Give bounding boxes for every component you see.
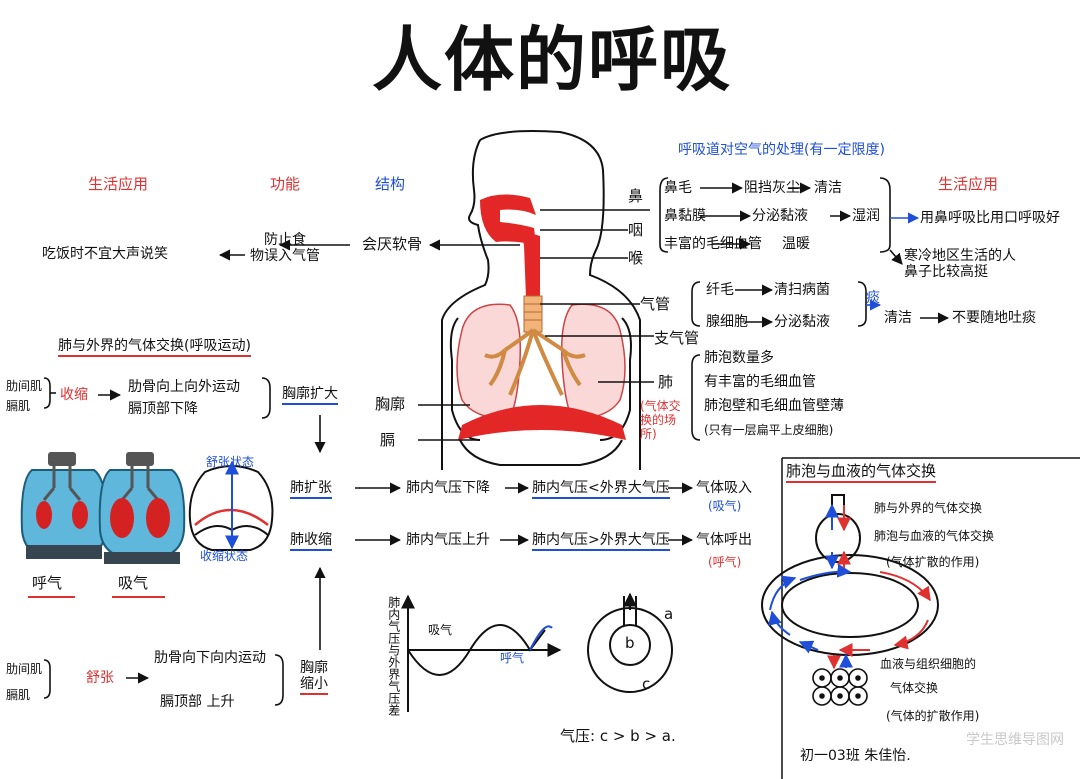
capillaries-action: 温暖 xyxy=(782,236,810,252)
muscles-contract: 肋间肌 膈肌 xyxy=(6,379,43,414)
watermark: 学生思维导图网 xyxy=(966,732,1064,748)
nose-hair-action: 阻挡灰尘 xyxy=(744,180,800,196)
nasal-mucosa-action: 分泌黏液 xyxy=(752,208,808,224)
bell-jar-model-inhale xyxy=(98,452,186,564)
nose-life-1: 用鼻呼吸比用口呼吸好 xyxy=(920,210,1060,226)
model-inhale-label: 吸气 xyxy=(118,574,149,592)
lung-label: 肺 xyxy=(658,373,674,391)
muscles-relax: 肋间肌 膈肌 xyxy=(6,662,43,703)
pressure-c: c xyxy=(642,675,651,693)
epiglottis-function: 防止食 物误入气管 xyxy=(250,232,320,265)
contract-label: 收缩 xyxy=(60,387,88,403)
cilia-action: 清扫病菌 xyxy=(774,282,830,298)
header-life-application: 生活应用 xyxy=(88,175,149,193)
alveolus-pressure-diagram xyxy=(587,592,673,693)
nasal-mucosa: 鼻黏膜 xyxy=(664,208,706,224)
tissue-cells xyxy=(812,653,868,706)
lung-expand: 肺扩张 xyxy=(290,480,332,500)
lung-feature-4: (只有一层扁平上皮细胞) xyxy=(704,423,834,437)
gas-inhaled: 气体吸入 xyxy=(696,480,752,496)
exchange-line-3: (气体扩散的作用) xyxy=(886,555,980,569)
nose-label: 鼻 xyxy=(628,187,644,205)
chest-label: 胸廓 xyxy=(375,395,406,413)
pressure-b: b xyxy=(625,634,635,652)
pressure-up: 肺内气压上升 xyxy=(406,532,490,548)
chest-expand: 胸廓扩大 xyxy=(282,386,338,406)
diaphragm-label: 膈 xyxy=(380,431,396,449)
chest-cross-section xyxy=(188,460,274,551)
result-clean: 清洁 xyxy=(814,180,842,196)
lungs-drawing xyxy=(456,303,626,419)
header-function: 功能 xyxy=(270,175,301,193)
bronchi-label: 支气管 xyxy=(654,329,700,347)
relax-state: 舒张状态 xyxy=(206,455,255,469)
gland-cells: 腺细胞 xyxy=(706,314,748,330)
circulation-ring xyxy=(761,554,939,657)
relax-description-2: 膈顶部 上升 xyxy=(160,694,235,710)
nasal-cavity xyxy=(480,194,540,298)
exhale-tag: (呼气) xyxy=(708,555,742,569)
bell-jar-model-exhale xyxy=(20,452,108,559)
trachea-drawing xyxy=(523,295,543,333)
nose-life-2: 寒冷地区生活的人 鼻子比较高挺 xyxy=(904,248,1016,281)
lung-shrink: 肺收缩 xyxy=(290,532,332,552)
pharynx-label: 咽 xyxy=(628,221,644,239)
graph-exhale: 呼气 xyxy=(500,651,525,665)
lung-feature-3: 肺泡壁和毛细血管壁薄 xyxy=(704,398,844,414)
contract-state: 收缩状态 xyxy=(200,549,249,563)
gland-cells-action: 分泌黏液 xyxy=(774,314,830,330)
page-title: 人体的呼吸 xyxy=(372,19,732,101)
relax-description-1: 肋骨向下向内运动 xyxy=(154,650,266,666)
exchange-line-6: (气体的扩散作用) xyxy=(886,709,980,723)
larynx-label: 喉 xyxy=(628,249,644,267)
pressure-more: 肺内气压>外界大气压 xyxy=(532,532,670,552)
diaphragm-drawing xyxy=(458,405,626,440)
signature: 初一03班 朱佳怡. xyxy=(800,748,911,764)
alveolus-balloon xyxy=(815,494,861,570)
capillaries: 丰富的毛细血管 xyxy=(664,236,762,252)
model-exhale-label: 呼气 xyxy=(32,574,63,592)
header-life-application-right: 生活应用 xyxy=(938,175,999,193)
exchange-line-1: 肺与外界的气体交换 xyxy=(874,501,983,515)
header-structure: 结构 xyxy=(375,175,406,193)
exchange-title: 肺泡与血液的气体交换 xyxy=(786,462,937,484)
lung-feature-2: 有丰富的毛细血管 xyxy=(704,374,816,390)
epiglottis-life: 吃饭时不宜大声说笑 xyxy=(42,246,168,262)
nose-hair: 鼻毛 xyxy=(664,180,692,196)
inhale-tag: (吸气) xyxy=(708,499,742,513)
pressure-equation: 气压: c > b > a. xyxy=(560,727,676,745)
trachea-result: 清洁 xyxy=(884,310,912,326)
exchange-line-5: 气体交换 xyxy=(890,681,939,695)
trachea-life: 不要随地吐痰 xyxy=(952,310,1036,326)
gas-exhaled: 气体呼出 xyxy=(696,532,752,548)
contract-description: 肋骨向上向外运动 膈顶部下降 xyxy=(128,379,240,418)
breathing-title: 肺与外界的气体交换(呼吸运动) xyxy=(58,338,251,358)
airway-treatment-title: 呼吸道对空气的处理(有一定限度) xyxy=(678,142,885,158)
pressure-down: 肺内气压下降 xyxy=(406,480,490,496)
chest-shrink: 胸廓 缩小 xyxy=(300,660,328,696)
graph-y-label: 肺内气压与外界气压差 xyxy=(386,596,401,716)
lung-note: (气体交 换的场 所) xyxy=(640,399,681,441)
pressure-less: 肺内气压<外界大气压 xyxy=(532,480,670,500)
result-moist: 湿润 xyxy=(852,208,880,224)
exchange-line-4: 血液与组织细胞的 xyxy=(880,657,977,671)
lung-feature-1: 肺泡数量多 xyxy=(704,350,774,366)
phlegm: 痰 xyxy=(866,290,880,306)
epiglottis-label: 会厌软骨 xyxy=(362,235,423,253)
relax-label: 舒张 xyxy=(86,670,114,686)
cilia: 纤毛 xyxy=(706,282,734,298)
graph-inhale: 吸气 xyxy=(428,623,453,637)
pressure-a: a xyxy=(664,605,674,623)
trachea-label: 气管 xyxy=(640,295,671,313)
pressure-graph xyxy=(401,594,562,712)
exchange-line-2: 肺泡与血液的气体交换 xyxy=(874,529,995,543)
